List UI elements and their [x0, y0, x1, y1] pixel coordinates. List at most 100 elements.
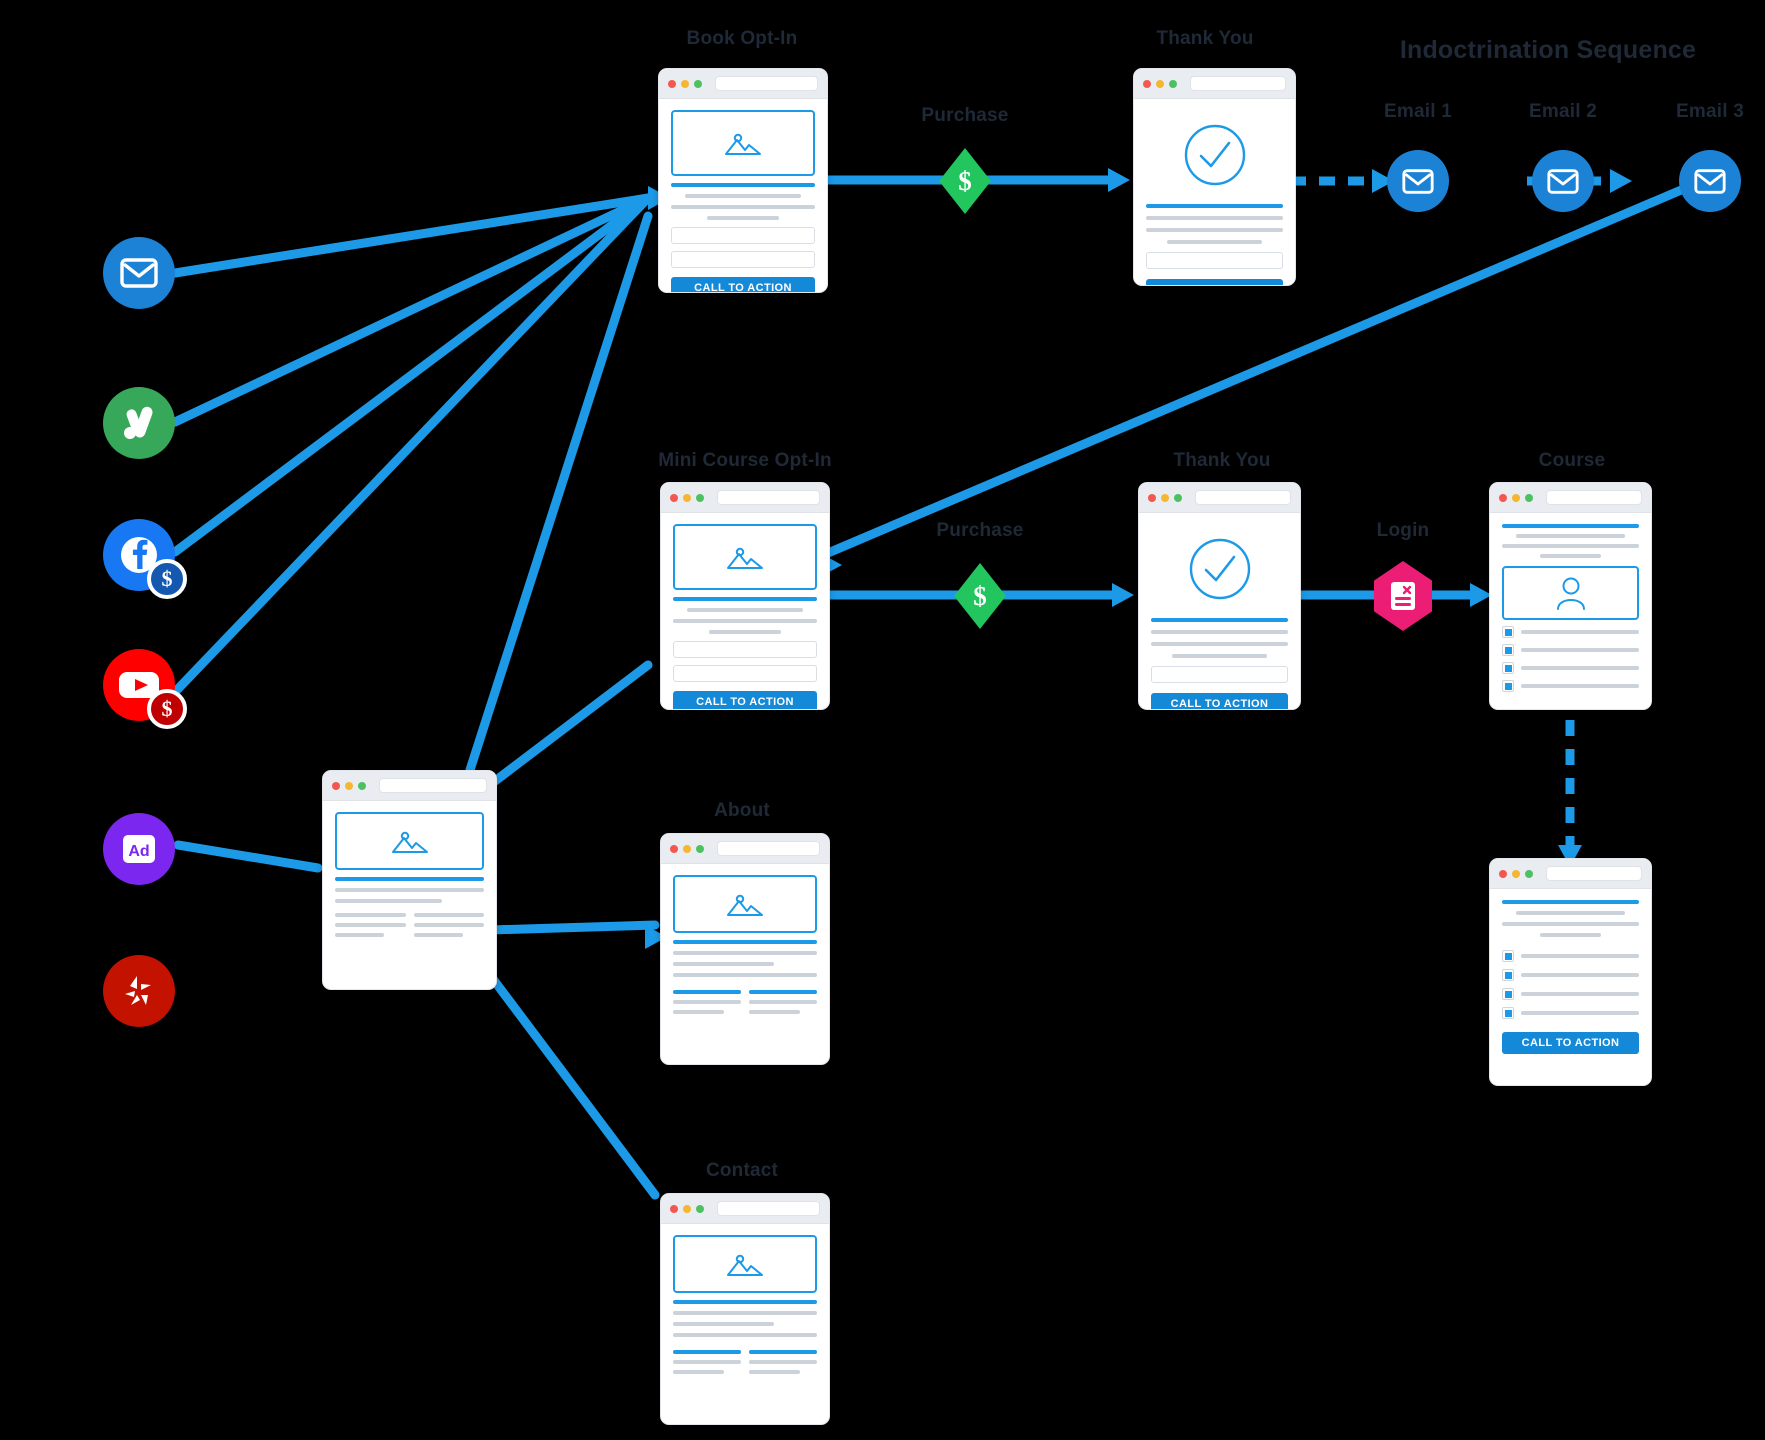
email-node-1[interactable] — [1387, 150, 1449, 212]
envelope-icon — [1402, 168, 1434, 194]
checklist-item[interactable] — [1502, 644, 1639, 656]
text-line — [1515, 534, 1626, 538]
page-book-optin[interactable]: CALL TO ACTION — [658, 68, 828, 293]
envelope-icon — [1547, 168, 1579, 194]
checklist-item[interactable] — [1502, 950, 1639, 962]
text-line — [1521, 648, 1639, 652]
cta-button[interactable]: CALL TO ACTION — [1502, 1032, 1639, 1054]
text-line — [673, 1000, 741, 1004]
text-line — [749, 1010, 800, 1014]
url-bar[interactable] — [717, 1201, 820, 1216]
minimize-dot-icon — [345, 781, 353, 790]
url-bar[interactable] — [717, 490, 820, 505]
source-icon-google-ads[interactable] — [103, 387, 175, 459]
url-bar[interactable] — [1190, 76, 1286, 91]
browser-titlebar — [661, 834, 829, 864]
checklist-item[interactable] — [1502, 1007, 1639, 1019]
label-book-optin: Book Opt-In — [686, 28, 798, 49]
page-body — [323, 801, 496, 948]
url-bar[interactable] — [1546, 866, 1642, 881]
minimize-dot-icon — [681, 79, 689, 88]
page-thank-you-top[interactable]: CALL TO ACTION — [1133, 68, 1296, 286]
url-bar[interactable] — [715, 76, 818, 91]
text-line — [335, 913, 406, 917]
page-body: CALL TO ACTION — [1134, 99, 1295, 285]
url-bar[interactable] — [379, 778, 487, 793]
page-about[interactable] — [660, 833, 830, 1065]
page-home[interactable] — [322, 770, 497, 990]
label-email-3: Email 3 — [1676, 101, 1744, 122]
checklist-item[interactable] — [1502, 626, 1639, 638]
text-line — [673, 973, 817, 977]
heading-line — [749, 990, 817, 994]
checkbox-icon[interactable] — [1502, 644, 1514, 656]
text-line — [1171, 654, 1268, 658]
email-node-2[interactable] — [1532, 150, 1594, 212]
close-dot-icon — [1148, 493, 1156, 502]
checklist-item[interactable] — [1502, 680, 1639, 692]
checklist-item[interactable] — [1502, 969, 1639, 981]
maximize-dot-icon — [696, 1204, 704, 1213]
checkbox-icon[interactable] — [1502, 988, 1514, 1000]
text-line — [1521, 973, 1639, 977]
image-placeholder — [673, 524, 817, 590]
text-line — [413, 913, 484, 917]
text-line — [685, 194, 801, 198]
heading-line — [749, 1350, 817, 1354]
checkbox-icon[interactable] — [1502, 680, 1514, 692]
email-node-3[interactable] — [1679, 150, 1741, 212]
checkbox-icon[interactable] — [1502, 969, 1514, 981]
label-login: Login — [1376, 520, 1430, 541]
url-bar[interactable] — [1195, 490, 1291, 505]
cta-button[interactable]: CALL TO ACTION — [1146, 279, 1283, 285]
checklist-item[interactable] — [1502, 662, 1639, 674]
form-field[interactable] — [1151, 666, 1288, 683]
dollar-icon: $ — [973, 580, 987, 611]
cta-button[interactable]: CALL TO ACTION — [673, 691, 817, 709]
maximize-dot-icon — [696, 493, 704, 502]
text-line — [335, 888, 484, 892]
source-icon-yelp[interactable] — [103, 955, 175, 1027]
source-icon-youtube-ads[interactable]: $ — [103, 649, 187, 729]
browser-titlebar — [1490, 483, 1651, 513]
image-icon — [727, 547, 763, 569]
text-line — [1151, 642, 1288, 646]
source-icon-display-ad[interactable]: Ad — [103, 813, 175, 885]
form-field[interactable] — [671, 227, 815, 244]
checkbox-icon[interactable] — [1502, 950, 1514, 962]
check-circle-icon — [1184, 124, 1245, 186]
text-line — [335, 899, 443, 903]
label-thank-you-mid: Thank You — [1173, 450, 1271, 471]
maximize-dot-icon — [1525, 493, 1533, 502]
page-mini-course-optin[interactable]: CALL TO ACTION — [660, 482, 830, 710]
checkbox-icon[interactable] — [1502, 662, 1514, 674]
cta-button[interactable]: CALL TO ACTION — [1151, 693, 1288, 709]
image-icon — [391, 831, 428, 853]
source-icon-facebook-ads[interactable]: $ — [103, 519, 187, 599]
form-field[interactable] — [673, 665, 817, 682]
page-thank-you-mid[interactable]: CALL TO ACTION — [1138, 482, 1301, 710]
close-dot-icon — [670, 493, 678, 502]
heading-line — [673, 940, 817, 944]
page-course[interactable] — [1489, 482, 1652, 710]
cta-button[interactable]: CALL TO ACTION — [671, 277, 815, 292]
minimize-dot-icon — [683, 493, 691, 502]
checkbox-icon[interactable] — [1502, 1007, 1514, 1019]
checkbox-icon[interactable] — [1502, 626, 1514, 638]
form-field[interactable] — [1146, 252, 1283, 269]
url-bar[interactable] — [1546, 490, 1642, 505]
source-icon-email[interactable] — [103, 237, 175, 309]
url-bar[interactable] — [717, 841, 820, 856]
page-lesson[interactable]: CALL TO ACTION — [1489, 858, 1652, 1086]
heading-line — [673, 990, 741, 994]
text-line — [673, 951, 817, 955]
heading-line — [1502, 524, 1639, 528]
svg-text:Ad: Ad — [128, 843, 149, 860]
text-line — [673, 1010, 724, 1014]
text-line — [673, 1322, 774, 1326]
form-field[interactable] — [671, 251, 815, 268]
checklist-item[interactable] — [1502, 988, 1639, 1000]
form-field[interactable] — [673, 641, 817, 658]
page-contact[interactable] — [660, 1193, 830, 1425]
